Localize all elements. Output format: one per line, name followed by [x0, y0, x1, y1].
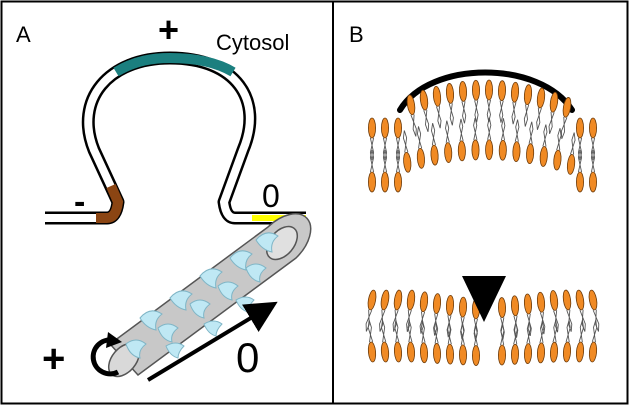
lipid [536, 291, 546, 335]
lipid [575, 289, 586, 332]
tube-sign-positive: + [42, 337, 65, 381]
lipid [497, 322, 507, 366]
negative-curvature-segment [96, 183, 124, 223]
lipid [432, 293, 442, 336]
lipid [394, 149, 402, 193]
lipid [560, 97, 572, 140]
sign-negative-left: - [74, 183, 85, 221]
membrane-tubule [107, 213, 312, 378]
lipid [457, 118, 466, 162]
curved-bilayer [368, 79, 597, 193]
lipid [576, 117, 584, 161]
lipid [392, 289, 403, 332]
lipid [416, 126, 425, 169]
lipid [498, 118, 507, 161]
lipid [445, 294, 455, 338]
lipid [379, 289, 390, 332]
panel-b: B [349, 22, 600, 366]
lipid [471, 323, 481, 366]
lipid [497, 297, 507, 340]
lipid [458, 81, 468, 124]
lipid [553, 128, 562, 171]
positive-curvature-segment [113, 52, 236, 77]
lipid [381, 117, 389, 161]
lipid [523, 84, 533, 127]
lipid [368, 149, 376, 193]
lipid [510, 322, 520, 365]
lipid [589, 149, 597, 193]
lipid [566, 132, 576, 175]
lipid [484, 79, 494, 123]
lipid [432, 85, 442, 129]
diagonal-arrow-icon [146, 301, 278, 382]
lipid [588, 319, 598, 363]
cytosol-label: Cytosol [216, 30, 289, 55]
sign-zero-right: 0 [262, 178, 280, 214]
lipid [381, 149, 389, 193]
lipid [458, 322, 468, 366]
lipid [539, 124, 548, 167]
lipid [419, 291, 429, 334]
bound-protein-patches [125, 232, 279, 359]
lipid [497, 80, 507, 123]
lipid [380, 319, 390, 363]
lipid [523, 293, 533, 337]
lipid [444, 120, 453, 163]
lipid [510, 295, 520, 338]
lipid [432, 321, 442, 364]
lipid [512, 119, 521, 162]
lipid [406, 289, 416, 332]
lipid [562, 289, 573, 332]
panel-a: A + Cytosol - 0 [16, 9, 312, 382]
lipid [576, 149, 584, 193]
lipid [419, 320, 429, 364]
lipid [526, 121, 535, 165]
wedge-bilayer [365, 289, 600, 366]
lipid [445, 322, 455, 365]
lipid [471, 117, 480, 161]
lipid [575, 319, 585, 363]
sign-positive-top: + [158, 9, 179, 50]
lipid [589, 117, 597, 161]
panel-b-letter: B [349, 22, 364, 47]
lipid [406, 94, 417, 137]
lipid [510, 81, 520, 125]
lipid [445, 83, 455, 126]
lipid [523, 321, 533, 364]
wedge-insertion [462, 276, 506, 322]
lipid [536, 87, 546, 130]
lipid [393, 319, 403, 363]
panel-a-letter: A [16, 22, 31, 47]
lipid [406, 319, 416, 363]
lipid [536, 320, 546, 364]
lipid [471, 79, 481, 123]
lipid [367, 319, 377, 363]
lipid [365, 289, 377, 332]
lipid [588, 289, 600, 332]
lipid [419, 89, 430, 133]
lipid [562, 319, 572, 363]
lipid [368, 117, 376, 161]
lipid [402, 130, 412, 173]
tube-sign-zero: 0 [236, 334, 259, 381]
lipid [548, 91, 559, 135]
lipid [394, 117, 402, 161]
lipid [549, 290, 559, 333]
lipid [549, 320, 559, 363]
lipid [485, 117, 494, 161]
lipid [430, 123, 439, 166]
lipid [458, 296, 468, 340]
rotation-arrow-icon [90, 332, 122, 377]
